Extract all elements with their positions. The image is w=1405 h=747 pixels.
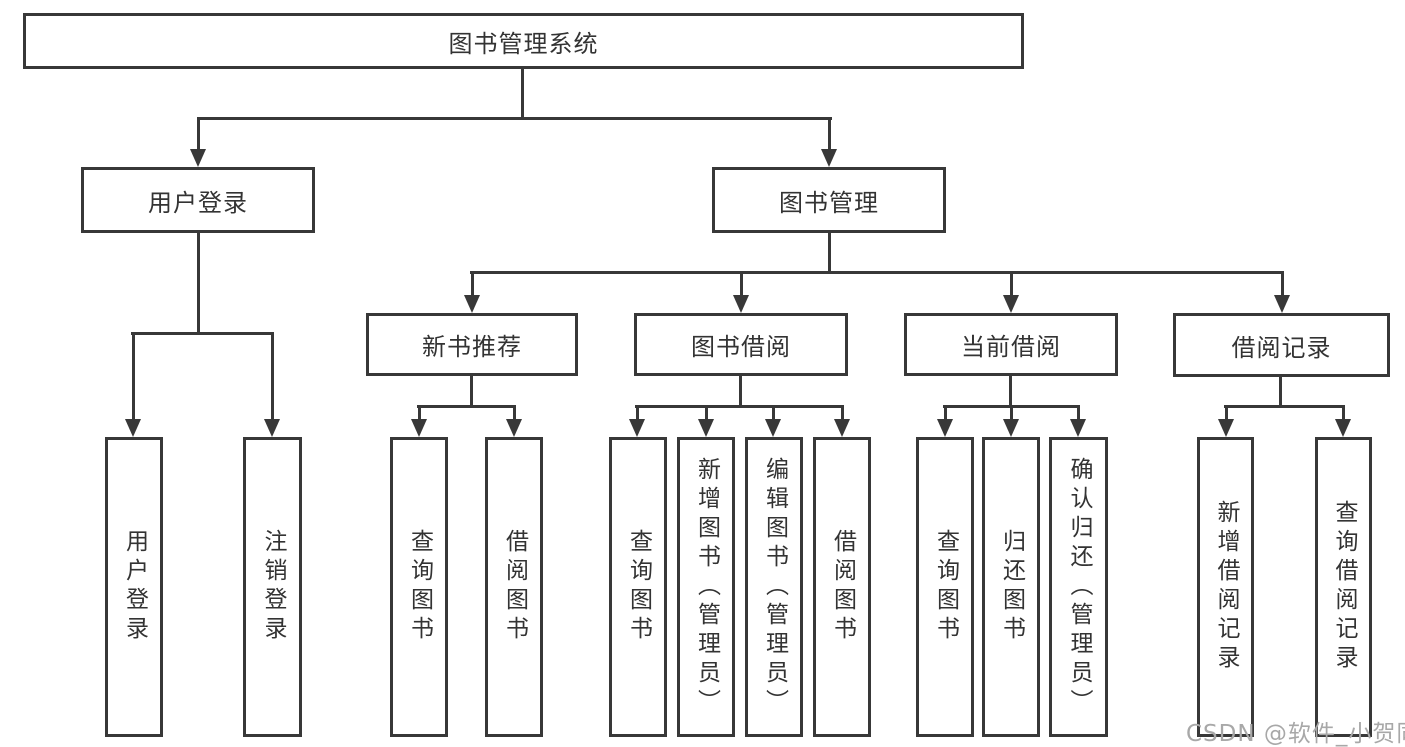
node-new-book-recommend: 新书推荐 bbox=[366, 313, 578, 376]
connector-arrow bbox=[698, 407, 714, 437]
connector-line bbox=[739, 375, 742, 407]
node-label: 查询借阅记录 bbox=[1331, 500, 1357, 674]
connector-arrow bbox=[1335, 407, 1351, 437]
node-user-login: 用户登录 bbox=[81, 167, 315, 233]
connector-arrow bbox=[1070, 407, 1086, 437]
node-edit-book-admin: 编辑图书（管理员） bbox=[745, 437, 803, 737]
node-library-system: 图书管理系统 bbox=[23, 13, 1024, 69]
node-label: 用户登录 bbox=[121, 529, 148, 645]
connector-line bbox=[943, 405, 1080, 408]
node-label: 借阅图书 bbox=[501, 529, 528, 645]
node-borrow-book-recommend: 借阅图书 bbox=[485, 437, 543, 737]
connector-line bbox=[197, 117, 832, 120]
node-logout: 注销登录 bbox=[243, 437, 302, 737]
connector-arrow bbox=[765, 407, 781, 437]
node-label: 编辑图书（管理员） bbox=[761, 456, 788, 718]
connector-arrow bbox=[464, 273, 480, 313]
connector-line bbox=[417, 405, 516, 408]
connector-arrow bbox=[629, 407, 645, 437]
connector-arrow bbox=[506, 407, 522, 437]
node-label: 查询图书 bbox=[406, 529, 433, 645]
node-query-book-current: 查询图书 bbox=[916, 437, 974, 737]
node-book-management: 图书管理 bbox=[712, 167, 946, 233]
node-confirm-return-admin: 确认归还（管理员） bbox=[1049, 437, 1108, 737]
connector-arrow bbox=[411, 407, 427, 437]
connector-line bbox=[470, 271, 1284, 274]
node-query-book-borrowing: 查询图书 bbox=[609, 437, 667, 737]
connector-line bbox=[521, 69, 524, 119]
connector-line bbox=[470, 375, 473, 407]
connector-arrow bbox=[1003, 407, 1019, 437]
node-borrowing-records: 借阅记录 bbox=[1173, 313, 1390, 377]
connector-arrow bbox=[733, 273, 749, 313]
connector-line bbox=[131, 332, 274, 335]
node-label: 用户登录 bbox=[148, 188, 248, 217]
connector-arrow bbox=[1003, 273, 1019, 313]
node-label: 查询图书 bbox=[625, 529, 652, 645]
node-label: 图书管理系统 bbox=[448, 29, 599, 58]
node-label: 注销登录 bbox=[260, 529, 286, 645]
node-return-book: 归还图书 bbox=[982, 437, 1040, 737]
connector-arrow bbox=[190, 119, 206, 167]
node-label: 当前借阅 bbox=[961, 333, 1061, 361]
connector-line bbox=[1009, 375, 1012, 407]
node-label: 借阅图书 bbox=[829, 529, 856, 645]
node-user-login-leaf: 用户登录 bbox=[105, 437, 163, 737]
connector-line bbox=[1279, 376, 1282, 407]
node-current-borrowing: 当前借阅 bbox=[904, 313, 1118, 376]
node-label: 图书管理 bbox=[779, 188, 879, 217]
connector-line bbox=[1224, 405, 1345, 408]
connector-arrow bbox=[1218, 407, 1234, 437]
connector-line bbox=[635, 405, 844, 408]
node-query-borrow-record: 查询借阅记录 bbox=[1315, 437, 1372, 737]
node-label: 新增图书（管理员） bbox=[693, 456, 720, 718]
node-label: 查询图书 bbox=[932, 529, 959, 645]
node-add-book-admin: 新增图书（管理员） bbox=[677, 437, 735, 737]
node-book-borrowing: 图书借阅 bbox=[634, 313, 848, 376]
connector-line bbox=[197, 232, 200, 334]
connector-line bbox=[828, 233, 831, 273]
csdn-watermark: CSDN @软件_小贺同学 bbox=[1186, 721, 1405, 747]
node-label: 归还图书 bbox=[998, 529, 1025, 645]
node-label: 图书借阅 bbox=[691, 333, 791, 361]
node-query-book-recommend: 查询图书 bbox=[390, 437, 448, 737]
connector-arrow bbox=[821, 119, 837, 167]
node-borrow-book-borrowing: 借阅图书 bbox=[813, 437, 871, 737]
node-label: 确认归还（管理员） bbox=[1066, 456, 1092, 718]
node-label: 借阅记录 bbox=[1231, 333, 1332, 362]
connector-arrow bbox=[1274, 273, 1290, 313]
node-label: 新书推荐 bbox=[422, 333, 522, 361]
node-add-borrow-record: 新增借阅记录 bbox=[1197, 437, 1254, 737]
connector-arrow bbox=[264, 334, 280, 437]
connector-arrow bbox=[125, 334, 141, 437]
connector-arrow bbox=[834, 407, 850, 437]
connector-arrow bbox=[937, 407, 953, 437]
node-label: 新增借阅记录 bbox=[1213, 500, 1239, 674]
